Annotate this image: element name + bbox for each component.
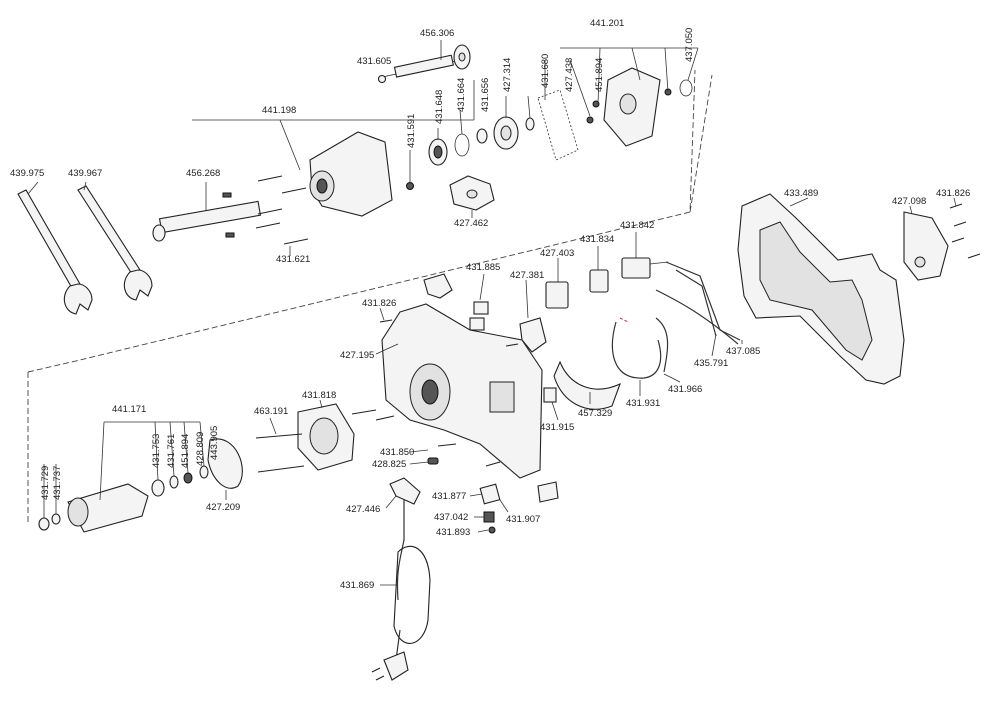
label-427-381: 427.381 [510, 270, 544, 281]
part-trigger-427-381 [519, 317, 547, 353]
part-screws-431-826-left [375, 319, 519, 421]
part-cover-457-329 [553, 360, 621, 410]
label-431-834: 431.834 [580, 234, 614, 245]
part-shaft-456-306 [377, 44, 471, 84]
part-motor-housing-427-195 [381, 303, 543, 479]
part-labels-vertical: 427.438 451.894 437.050 431.680 427.314 … [40, 28, 695, 500]
part-gearbox-cover-441-201 [592, 67, 693, 147]
label-431-818: 431.818 [302, 390, 336, 401]
label-441-201: 441.201 [590, 18, 624, 29]
label-437-085: 437.085 [726, 346, 760, 357]
label-431-907: 431.907 [506, 514, 540, 525]
part-shaft-456-268 [152, 192, 262, 242]
part-bearing-431-648 [428, 138, 448, 166]
part-module-427-403 [545, 281, 569, 309]
part-small-parts-431-850 [427, 443, 501, 467]
label-431-621: 431.621 [276, 254, 310, 265]
part-switch-431-842 [621, 257, 669, 279]
label-431-664: 431.664 [456, 78, 467, 112]
leader-lines [27, 40, 957, 586]
assembly-dashed-lines [27, 69, 713, 522]
part-labels: 456.306 441.201 431.605 441.198 439.975 … [10, 18, 970, 591]
part-cable-435-791 [665, 261, 741, 341]
label-451-894-top: 451.894 [594, 58, 605, 92]
label-457-329: 457.329 [578, 408, 612, 419]
part-gear-427-314 [493, 116, 535, 150]
part-screws-431-621 [255, 175, 414, 245]
label-431-737: 431.737 [52, 466, 63, 500]
label-431-966: 431.966 [668, 384, 702, 395]
label-427-462: 427.462 [454, 218, 488, 229]
label-427-195: 427.195 [340, 350, 374, 361]
label-431-591: 431.591 [406, 114, 417, 148]
part-switch-431-877 [479, 481, 559, 534]
label-431-605: 431.605 [357, 56, 391, 67]
part-end-cap-427-098 [903, 211, 949, 281]
part-handle-frame-433-489 [737, 193, 905, 385]
label-443-905: 443.905 [209, 426, 220, 460]
label-431-842: 431.842 [620, 220, 654, 231]
label-463-191: 463.191 [254, 406, 288, 417]
part-housing-clip-427-462 [449, 175, 495, 211]
label-439-967: 439.967 [68, 168, 102, 179]
label-439-975: 439.975 [10, 168, 44, 179]
label-433-489: 433.489 [784, 188, 818, 199]
label-456-306: 456.306 [420, 28, 454, 39]
part-strain-relief-427-446 [389, 477, 421, 540]
part-wrench-439-967 [77, 185, 153, 301]
label-437-042: 437.042 [434, 512, 468, 523]
label-431-729: 431.729 [40, 466, 51, 500]
label-427-438: 427.438 [564, 58, 575, 92]
label-435-791: 435.791 [694, 358, 728, 369]
part-module-431-834 [589, 269, 609, 293]
label-431-869: 431.869 [340, 580, 374, 591]
label-431-826-right: 431.826 [936, 188, 970, 199]
part-cable-431-931 [611, 317, 662, 379]
part-terminal-431-915 [543, 387, 557, 403]
label-427-446: 427.446 [346, 504, 380, 515]
part-wrench-439-975 [17, 189, 93, 315]
label-441-198: 441.198 [262, 105, 296, 116]
label-437-050: 437.050 [684, 28, 695, 62]
part-cable-431-966 [655, 317, 669, 373]
label-431-877: 431.877 [432, 491, 466, 502]
label-456-268: 456.268 [186, 168, 220, 179]
label-431-680: 431.680 [540, 54, 551, 88]
label-431-850: 431.850 [380, 447, 414, 458]
label-441-171: 441.171 [112, 404, 146, 415]
label-431-648: 431.648 [434, 90, 445, 124]
label-431-893: 431.893 [436, 527, 470, 538]
part-gear-cover-441-198 [309, 131, 393, 217]
label-431-931: 431.931 [626, 398, 660, 409]
part-screws-431-826-right [949, 203, 981, 259]
part-circlip-431-656 [454, 128, 488, 157]
label-427-209: 427.209 [206, 502, 240, 513]
label-427-098: 427.098 [892, 196, 926, 207]
part-armature-441-171 [38, 465, 209, 533]
label-431-761: 431.761 [166, 434, 177, 468]
label-431-915: 431.915 [540, 422, 574, 433]
part-stator-431-818 [255, 403, 377, 473]
label-428-825: 428.825 [372, 459, 406, 470]
part-plate-427-209 [207, 438, 243, 489]
label-428-809: 428.809 [195, 432, 206, 466]
part-switch-431-885 [469, 301, 489, 331]
label-427-403: 427.403 [540, 248, 574, 259]
label-431-753: 431.753 [151, 434, 162, 468]
label-431-656: 431.656 [480, 78, 491, 112]
label-427-314: 427.314 [502, 58, 513, 92]
label-451-894-bottom: 451.894 [180, 434, 191, 468]
part-power-cable-431-869 [371, 539, 431, 681]
part-gasket-427-438 [537, 89, 594, 161]
part-cable-437-085 [655, 289, 739, 345]
label-431-885: 431.885 [466, 262, 500, 273]
label-431-826-left: 431.826 [362, 298, 396, 309]
part-cap-top [423, 273, 453, 299]
